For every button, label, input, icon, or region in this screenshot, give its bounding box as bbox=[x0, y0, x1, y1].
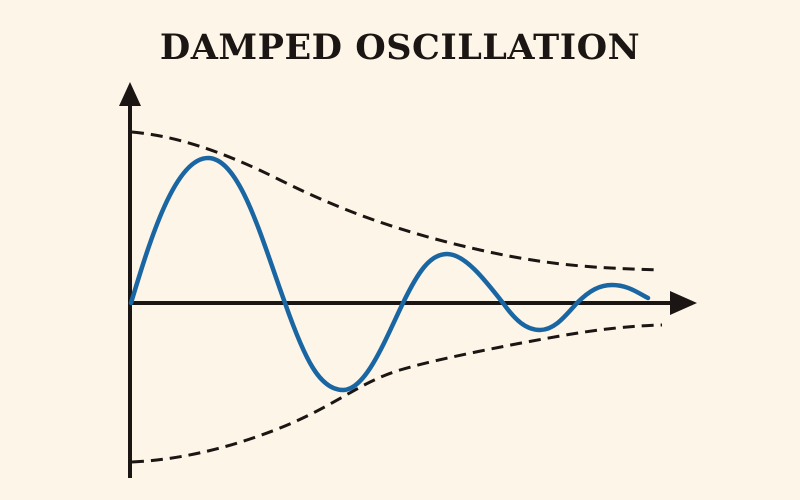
lower-envelope-line bbox=[131, 323, 663, 464]
chart-title: DAMPED OSCILLATION bbox=[159, 27, 641, 68]
x-axis-arrow-icon bbox=[670, 291, 697, 315]
y-axis-arrow-icon bbox=[119, 82, 141, 106]
oscillation-curve bbox=[128, 155, 651, 393]
upper-envelope-line bbox=[131, 130, 661, 272]
